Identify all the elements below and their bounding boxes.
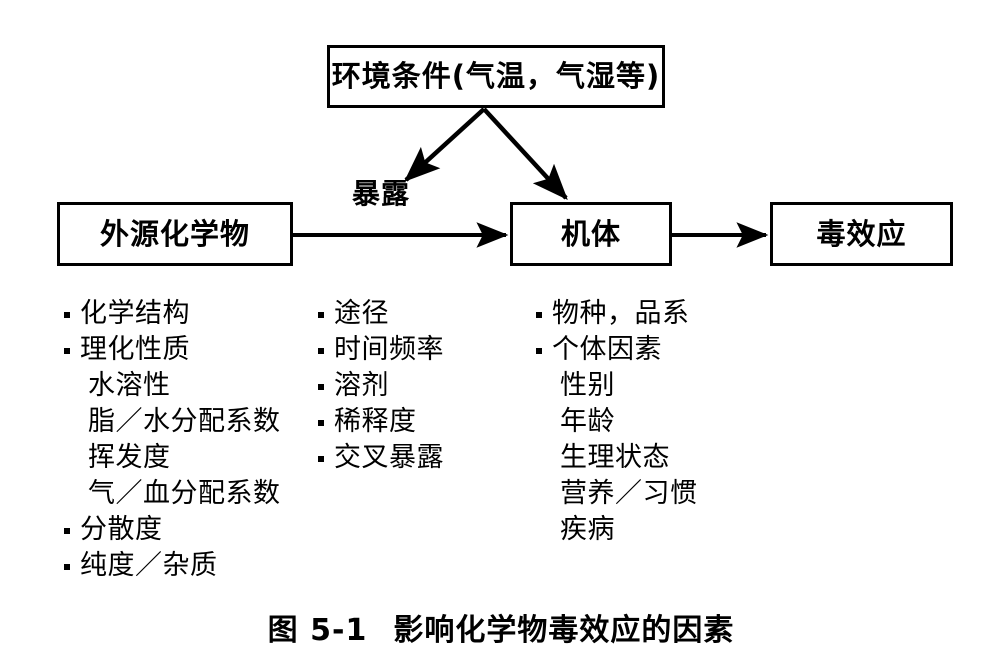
factor-item: 生理状态 — [534, 440, 698, 476]
factor-item-label: 物种，品系 — [552, 298, 690, 329]
factor-item: 性别 — [534, 368, 698, 404]
factor-item-label: 分散度 — [80, 514, 163, 545]
figure-caption: 图 5-1 影响化学物毒效应的因素 — [0, 605, 1002, 649]
factor-item: 物种，品系 — [534, 296, 698, 332]
factor-item-label: 个体因素 — [552, 334, 662, 365]
factor-item-label: 年龄 — [560, 406, 615, 437]
factor-item: 交叉暴露 — [316, 440, 444, 476]
factor-item: 水溶性 — [62, 368, 281, 404]
factor-item-label: 交叉暴露 — [334, 442, 444, 473]
box-organism-label: 机体 — [560, 216, 621, 251]
factor-item-label: 理化性质 — [80, 334, 190, 365]
bullet-icon — [64, 528, 70, 534]
factor-item-label: 脂／水分配系数 — [88, 406, 281, 437]
bullet-icon — [318, 348, 324, 354]
factor-item-label: 挥发度 — [88, 442, 171, 473]
factor-item-label: 溶剂 — [334, 370, 389, 401]
bullet-icon — [536, 312, 542, 318]
caption-title: 影响化学物毒效应的因素 — [393, 613, 735, 648]
factor-column-exposure: 途径时间频率溶剂稀释度交叉暴露 — [316, 296, 444, 476]
edge-label-exposure: 暴露 — [352, 177, 411, 210]
factor-item: 理化性质 — [62, 332, 281, 368]
box-environment-conditions[interactable]: 环境条件(气温，气湿等) — [327, 45, 665, 108]
factor-item: 脂／水分配系数 — [62, 404, 281, 440]
factor-item-label: 途径 — [334, 298, 389, 329]
box-organism[interactable]: 机体 — [510, 202, 672, 266]
factor-item-label: 气／血分配系数 — [88, 478, 281, 509]
factor-item: 个体因素 — [534, 332, 698, 368]
factor-item-label: 性别 — [560, 370, 615, 401]
factor-item: 途径 — [316, 296, 444, 332]
factor-item: 稀释度 — [316, 404, 444, 440]
factor-column-organism: 物种，品系个体因素性别年龄生理状态营养／习惯疾病 — [534, 296, 698, 548]
factor-item: 气／血分配系数 — [62, 476, 281, 512]
factor-item-label: 水溶性 — [88, 370, 171, 401]
factor-item-label: 营养／习惯 — [560, 478, 698, 509]
factor-item: 疾病 — [534, 512, 698, 548]
factor-item: 挥发度 — [62, 440, 281, 476]
factor-item: 溶剂 — [316, 368, 444, 404]
bullet-icon — [64, 564, 70, 570]
factor-item: 纯度／杂质 — [62, 548, 281, 584]
caption-number: 图 5-1 — [267, 613, 368, 648]
factor-item: 化学结构 — [62, 296, 281, 332]
factor-item-label: 稀释度 — [334, 406, 417, 437]
factor-item-label: 疾病 — [560, 514, 615, 545]
box-exogenous-chemical[interactable]: 外源化学物 — [57, 202, 293, 266]
bullet-icon — [64, 312, 70, 318]
factor-item: 时间频率 — [316, 332, 444, 368]
factor-item-label: 化学结构 — [80, 298, 190, 329]
factor-column-chemical: 化学结构理化性质水溶性脂／水分配系数挥发度气／血分配系数分散度纯度／杂质 — [62, 296, 281, 584]
bullet-icon — [318, 420, 324, 426]
bullet-icon — [318, 456, 324, 462]
arrow-environment-to-organism — [482, 107, 568, 200]
bullet-icon — [64, 348, 70, 354]
bullet-icon — [536, 348, 542, 354]
box-toxic-effect[interactable]: 毒效应 — [770, 202, 953, 266]
factor-item-label: 时间频率 — [334, 334, 444, 365]
box-effect-label: 毒效应 — [816, 216, 907, 251]
factor-item: 营养／习惯 — [534, 476, 698, 512]
factor-item: 分散度 — [62, 512, 281, 548]
bullet-icon — [318, 384, 324, 390]
box-chemical-label: 外源化学物 — [99, 216, 250, 251]
arrow-environment-to-exposure — [404, 107, 486, 182]
factor-item-label: 纯度／杂质 — [80, 550, 218, 581]
factor-item-label: 生理状态 — [560, 442, 670, 473]
bullet-icon — [318, 312, 324, 318]
factor-item: 年龄 — [534, 404, 698, 440]
box-environment-label: 环境条件(气温，气湿等) — [331, 59, 661, 93]
